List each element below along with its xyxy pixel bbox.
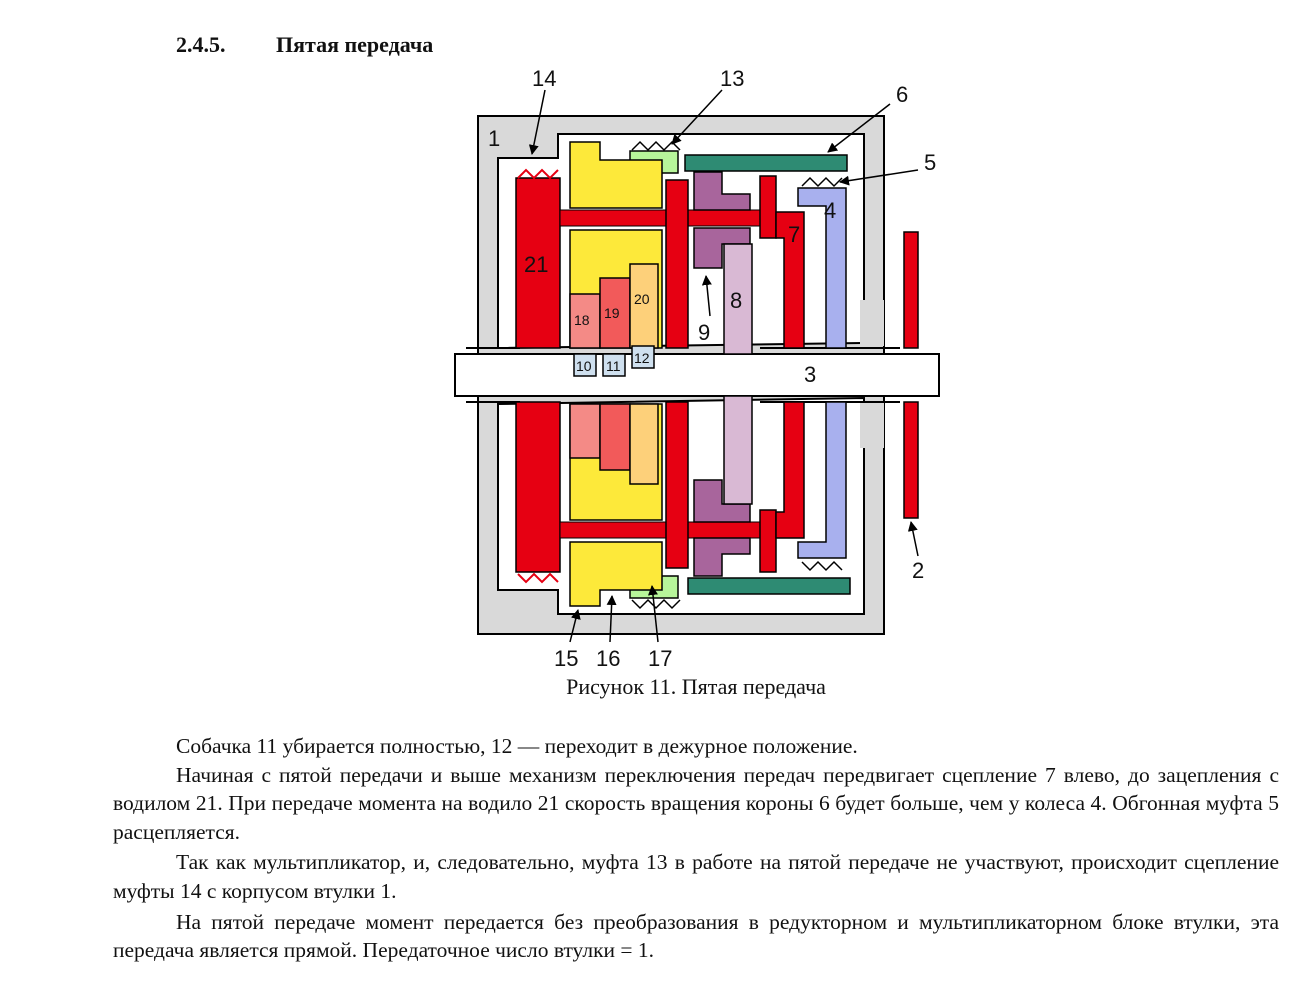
sprocket	[903, 231, 919, 349]
gear-20	[629, 263, 659, 349]
figure-caption: Рисунок 11. Пятая передача	[566, 674, 826, 699]
label-9: 9	[698, 320, 710, 345]
label-1: 1	[488, 126, 500, 151]
label-19: 19	[604, 305, 620, 321]
label-7: 7	[788, 222, 800, 247]
gear-19	[599, 277, 631, 349]
label-17: 17	[648, 646, 672, 671]
label-6: 6	[896, 82, 908, 107]
paragraph: Собачка 11 убирается полностью, 12 — пер…	[176, 734, 858, 758]
label-3: 3	[804, 362, 816, 387]
pawl-11	[602, 353, 626, 377]
crown-gear	[684, 154, 848, 172]
label-12: 12	[634, 350, 650, 366]
label-21: 21	[524, 252, 548, 277]
label-15: 15	[554, 646, 578, 671]
section-number: 2.4.5.	[176, 32, 226, 57]
paragraph: Начиная с пятой передачи и выше механизм…	[113, 762, 1279, 844]
gear-18	[569, 293, 601, 349]
sleeve-8-lower	[723, 395, 753, 505]
carrier-pin	[665, 179, 689, 349]
planet-carrier	[515, 177, 561, 349]
clutch-7-body	[775, 211, 805, 349]
gear-19-lower	[599, 403, 631, 471]
label-8: 8	[730, 288, 742, 313]
label-5: 5	[924, 150, 936, 175]
body-text: Собачка 11 убирается полностью, 12 — пер…	[113, 732, 1279, 965]
carrier-shaft-lower	[559, 521, 771, 539]
wheel-4	[797, 187, 847, 349]
label-4: 4	[824, 198, 836, 223]
label-20: 20	[634, 291, 650, 307]
label-14: 14	[532, 66, 556, 91]
label-11: 11	[606, 358, 621, 374]
gear-20-lower	[629, 403, 659, 485]
label-10: 10	[576, 358, 592, 374]
gear-hub-diagram: 1 14 13 6 5 4 7 21 8 9 3 2 15 16 17 18 1…	[454, 66, 940, 671]
pawl-10	[573, 353, 597, 377]
leader-arrows	[528, 89, 919, 643]
label-18: 18	[574, 312, 590, 328]
carrier-pin-lower	[665, 401, 689, 569]
sprocket-lower	[903, 401, 919, 519]
section-title: Пятая передача	[276, 32, 434, 57]
label-2: 2	[912, 558, 924, 583]
yellow-ring-lower-body	[569, 541, 663, 607]
carrier-shaft	[559, 209, 771, 227]
crown-gear-lower	[687, 577, 851, 595]
label-13: 13	[720, 66, 744, 91]
axle	[454, 353, 940, 397]
clutch-7-lower-body	[775, 401, 805, 539]
gear-18-lower	[569, 403, 601, 459]
label-16: 16	[596, 646, 620, 671]
sleeve-8	[723, 243, 753, 355]
clutch-7	[759, 175, 777, 239]
section-heading: 2.4.5. Пятая передача	[176, 32, 433, 58]
yellow-ring-upper	[569, 141, 663, 209]
wheel-4-lower	[797, 401, 847, 559]
clutch-7-lower	[759, 509, 777, 573]
paragraph: На пятой передаче момент передается без …	[113, 909, 1279, 963]
planet-carrier-lower	[515, 401, 561, 573]
paragraph: Так как мультипликатор, и, следовательно…	[113, 850, 1279, 903]
pawl-12	[631, 345, 655, 369]
